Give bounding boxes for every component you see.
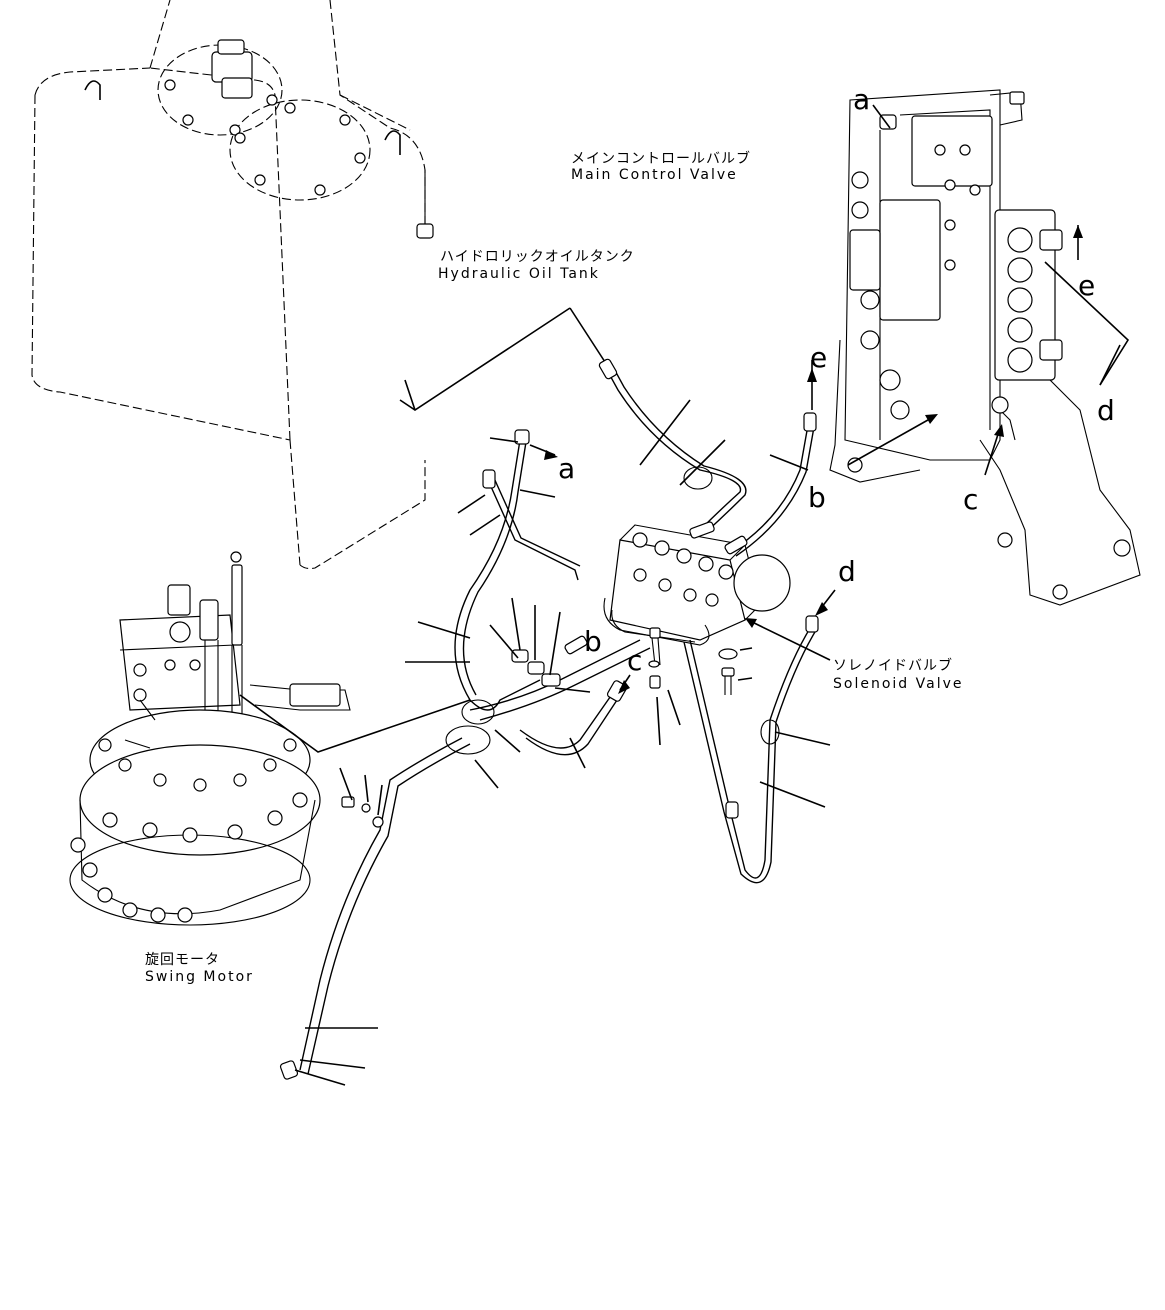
swing-motor [69, 551, 351, 926]
main-control-valve-label-jp: メインコントロールバルブ [571, 151, 751, 167]
main-control-valve [829, 89, 1141, 606]
swing-motor-leader [239, 694, 471, 753]
solenoid-valve [603, 524, 791, 695]
main-control-valve-label-en: Main Control Valve [571, 167, 738, 183]
solenoid-leaders [656, 618, 831, 746]
callout-leaders [294, 360, 836, 1086]
connection-letter-b-valve: b [808, 481, 826, 514]
connection-letter-a-hose: a [558, 452, 576, 485]
connection-letter-b-center: b [584, 625, 602, 658]
connection-letter-c-center: c [627, 644, 643, 677]
connection-letter-c-valve: c [963, 483, 979, 516]
connection-letter-a-valve: a [853, 83, 871, 116]
connection-letter-e-hose: e [810, 341, 828, 374]
connection-letter-e-valve: e [1078, 269, 1096, 302]
solenoid-valve-label-en: Solenoid Valve [833, 676, 964, 692]
connection-letter-d-valve: d [1097, 394, 1115, 427]
hydraulic-oil-tank [31, 0, 434, 570]
solenoid-valve-label-jp: ソレノイドバルブ [833, 658, 953, 674]
hydraulic-oil-tank-label-en: Hydraulic Oil Tank [438, 266, 600, 282]
mcv-leaders [847, 104, 1130, 476]
swing-motor-label-en: Swing Motor [145, 969, 254, 985]
swing-motor-label-jp: 旋回モータ [145, 952, 220, 968]
hydraulic-oil-tank-label-jp: ハイドロリックオイルタンク [440, 249, 635, 265]
connection-letter-d-hose: d [838, 555, 856, 588]
tank-leaders [399, 307, 606, 411]
hoses [279, 358, 819, 1080]
